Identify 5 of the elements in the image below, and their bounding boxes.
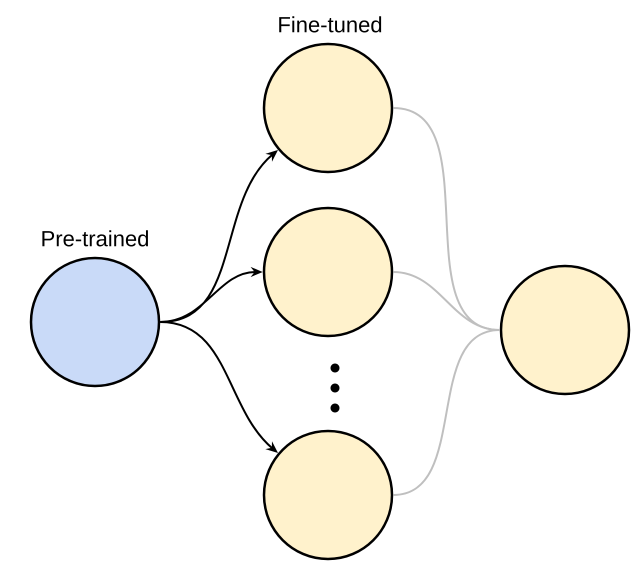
node-heading: Pre-trained bbox=[42, 230, 148, 246]
circle bbox=[500, 264, 630, 396]
circle bbox=[262, 430, 394, 560]
node-heading: Fine-tuned bbox=[279, 16, 382, 32]
circle bbox=[262, 206, 394, 338]
